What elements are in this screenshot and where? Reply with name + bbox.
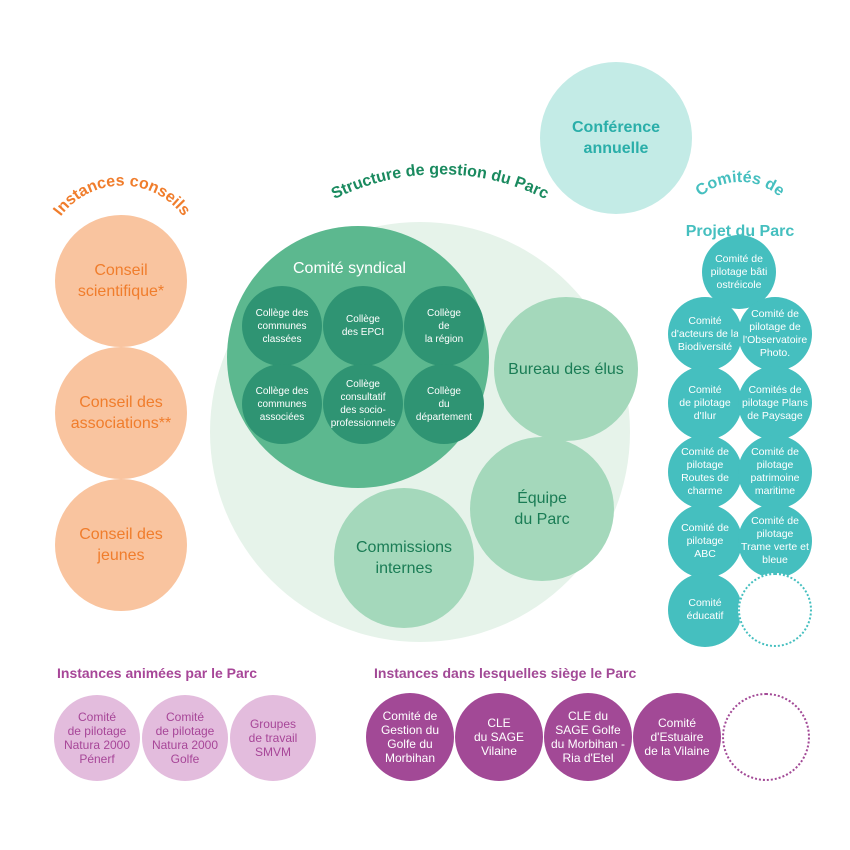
comite-pilotage-trame-verte-bleue: Comité de pilotage Trame verte et bleue	[738, 504, 812, 578]
comite-pilotage-observatoire-photo: Comité de pilotage de l'Observatoire Pho…	[738, 297, 812, 371]
comite-syndical-label: Comité syndical	[293, 260, 406, 277]
comite-gestion-golfe-morbihan: Comité de Gestion du Golfe du Morbihan	[366, 693, 454, 781]
cle-sage-golfe-morbihan-ria-etel: CLE du SAGE Golfe du Morbihan - Ria d'Et…	[544, 693, 632, 781]
equipe-du-parc: Équipe du Parc	[470, 437, 614, 581]
comite-estuaire-vilaine: Comité d'Estuaire de la Vilaine	[633, 693, 721, 781]
instances-siege-title: Instances dans lesquelles siège le Parc	[374, 665, 637, 681]
comites-projet-title-line2: Projet du Parc	[686, 223, 795, 240]
college-departement: Collège du département	[404, 364, 484, 444]
college-consultatif-socio-professionnels: Collège consultatif des socio- professio…	[323, 364, 403, 444]
college-epci: Collège des EPCI	[323, 286, 403, 366]
comite-natura-2000-golfe: Comité de pilotage Natura 2000 Golfe	[142, 695, 228, 781]
comite-pilotage-abc: Comité de pilotage ABC	[668, 504, 742, 578]
college-communes-classees: Collège des communes classées	[242, 286, 322, 366]
instances-animees-title: Instances animées par le Parc	[57, 665, 257, 681]
college-communes-associees: Collège des communes associées	[242, 364, 322, 444]
comite-acteurs-biodiversite: Comité d'acteurs de la Biodiversité	[668, 297, 742, 371]
comite-pilotage-patrimoine-maritime: Comité de pilotage patrimoine maritime	[738, 435, 812, 509]
bureau-des-elus: Bureau des élus	[494, 297, 638, 441]
groupes-travail-smvm: Groupes de travail SMVM	[230, 695, 316, 781]
empty-placeholder-circle-teal	[738, 573, 812, 647]
empty-placeholder-circle-purple	[722, 693, 810, 781]
comite-pilotage-routes-charme: Comité de pilotage Routes de charme	[668, 435, 742, 509]
instances-conseils-title: Instances conseils	[50, 173, 193, 220]
cle-sage-vilaine: CLE du SAGE Vilaine	[455, 693, 543, 781]
comites-projet-title-line1: Comités de	[693, 169, 788, 200]
conseil-jeunes: Conseil des jeunes	[55, 479, 187, 611]
comite-pilotage-ilur: Comité de pilotage d'Ilur	[668, 366, 742, 440]
conference-annuelle: Conférence annuelle	[540, 62, 692, 214]
comite-natura-2000-penerf: Comité de pilotage Natura 2000 Pénerf	[54, 695, 140, 781]
structure-title: Structure de gestion du Parc	[329, 161, 552, 203]
college-region: Collège de la région	[404, 286, 484, 366]
conseil-associations: Conseil des associations**	[55, 347, 187, 479]
comite-pilotage-bati-ostreicole: Comité de pilotage bâti ostréicole	[702, 235, 776, 309]
comite-educatif: Comité éducatif	[668, 573, 742, 647]
commissions-internes: Commissions internes	[334, 488, 474, 628]
comites-pilotage-plans-paysage: Comités de pilotage Plans de Paysage	[738, 366, 812, 440]
conseil-scientifique: Conseil scientifique*	[55, 215, 187, 347]
